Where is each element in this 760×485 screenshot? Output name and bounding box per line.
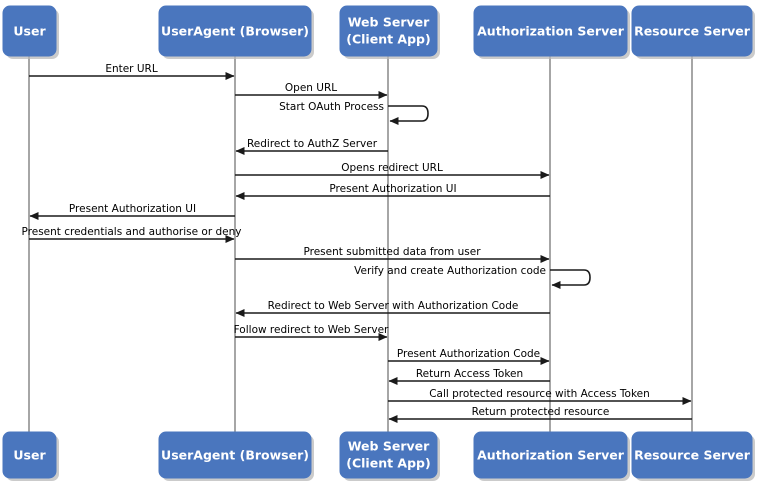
message-self-arrow bbox=[550, 269, 591, 289]
actor-label-line2: (Client App) bbox=[346, 456, 430, 471]
message-8[interactable]: Present credentials and authorise or den… bbox=[22, 226, 242, 243]
actor-box-user-top[interactable]: User bbox=[2, 5, 59, 59]
message-label: Present Authorization UI bbox=[69, 203, 196, 215]
message-3[interactable]: Start OAuth Process bbox=[279, 101, 429, 125]
message-label: Start OAuth Process bbox=[279, 101, 384, 113]
message-label: Return protected resource bbox=[472, 406, 610, 418]
message-label: Redirect to AuthZ Server bbox=[247, 138, 378, 150]
actor-box-webserver-top[interactable]: Web Server (Client App) bbox=[339, 5, 440, 59]
actor-label: UserAgent (Browser) bbox=[161, 24, 309, 39]
message-label: Present Authorization Code bbox=[397, 348, 540, 360]
message-label: Enter URL bbox=[105, 63, 158, 75]
message-15[interactable]: Call protected resource with Access Toke… bbox=[388, 388, 692, 405]
actor-box-fill bbox=[473, 431, 628, 479]
messages-layer: Enter URL Open URL Start OAuth ProcessRedi… bbox=[22, 63, 692, 423]
actor-box-authserver-bottom[interactable]: Authorization Server bbox=[473, 431, 630, 481]
message-10[interactable]: Verify and create Authorization code bbox=[354, 265, 591, 289]
actor-box-authserver-top[interactable]: Authorization Server bbox=[473, 5, 630, 59]
message-7[interactable]: Present Authorization UI bbox=[29, 203, 235, 220]
message-label: Present submitted data from user bbox=[303, 246, 481, 258]
actor-label-line1: Web Server bbox=[348, 439, 430, 454]
message-6[interactable]: Present Authorization UI bbox=[235, 183, 550, 200]
actor-box-fill bbox=[631, 5, 753, 57]
actor-label: Authorization Server bbox=[477, 448, 625, 463]
lifelines-layer bbox=[28, 56, 693, 432]
actor-box-user-bottom[interactable]: User bbox=[2, 431, 59, 481]
message-label: Redirect to Web Server with Authorizatio… bbox=[268, 300, 519, 312]
message-13[interactable]: Present Authorization Code bbox=[388, 348, 550, 365]
message-11[interactable]: Redirect to Web Server with Authorizatio… bbox=[235, 300, 550, 317]
message-4[interactable]: Redirect to AuthZ Server bbox=[235, 138, 388, 155]
actor-box-webserver-bottom[interactable]: Web Server (Client App) bbox=[339, 431, 440, 481]
message-2[interactable]: Open URL bbox=[235, 82, 388, 99]
message-label: Verify and create Authorization code bbox=[354, 265, 546, 277]
message-16[interactable]: Return protected resource bbox=[388, 406, 692, 423]
actor-label-line1: Web Server bbox=[348, 15, 430, 30]
message-5[interactable]: Opens redirect URL bbox=[235, 162, 550, 179]
actor-box-fill bbox=[631, 431, 753, 479]
actor-box-fill bbox=[339, 5, 438, 57]
message-label: Call protected resource with Access Toke… bbox=[429, 388, 650, 400]
message-label: Open URL bbox=[285, 82, 337, 94]
actor-box-useragent-bottom[interactable]: UserAgent (Browser) bbox=[158, 431, 314, 481]
message-14[interactable]: Return Access Token bbox=[388, 368, 550, 385]
actor-box-fill bbox=[339, 431, 438, 479]
message-label: Return Access Token bbox=[416, 368, 523, 380]
message-label: Present credentials and authorise or den… bbox=[22, 226, 242, 238]
message-9[interactable]: Present submitted data from user bbox=[235, 246, 550, 263]
actor-box-fill bbox=[2, 5, 57, 57]
message-1[interactable]: Enter URL bbox=[29, 63, 235, 80]
actor-box-fill bbox=[158, 431, 312, 479]
actor-box-fill bbox=[473, 5, 628, 57]
actor-label: User bbox=[13, 448, 46, 463]
actor-box-fill bbox=[158, 5, 312, 57]
actor-label: Authorization Server bbox=[477, 24, 625, 39]
actor-box-fill bbox=[2, 431, 57, 479]
message-label: Follow redirect to Web Server bbox=[234, 324, 389, 336]
actor-label-line2: (Client App) bbox=[346, 32, 430, 47]
message-12[interactable]: Follow redirect to Web Server bbox=[234, 324, 389, 341]
message-self-arrow bbox=[388, 105, 429, 125]
actor-box-resourceserver-bottom[interactable]: Resource Server bbox=[631, 431, 755, 481]
message-label: Present Authorization UI bbox=[329, 183, 456, 195]
message-label: Opens redirect URL bbox=[341, 162, 443, 174]
actor-label: Resource Server bbox=[634, 448, 751, 463]
actor-box-resourceserver-top[interactable]: Resource Server bbox=[631, 5, 755, 59]
actor-box-useragent-top[interactable]: UserAgent (Browser) bbox=[158, 5, 314, 59]
actor-label: UserAgent (Browser) bbox=[161, 448, 309, 463]
actor-label: Resource Server bbox=[634, 24, 751, 39]
actor-label: User bbox=[13, 24, 46, 39]
